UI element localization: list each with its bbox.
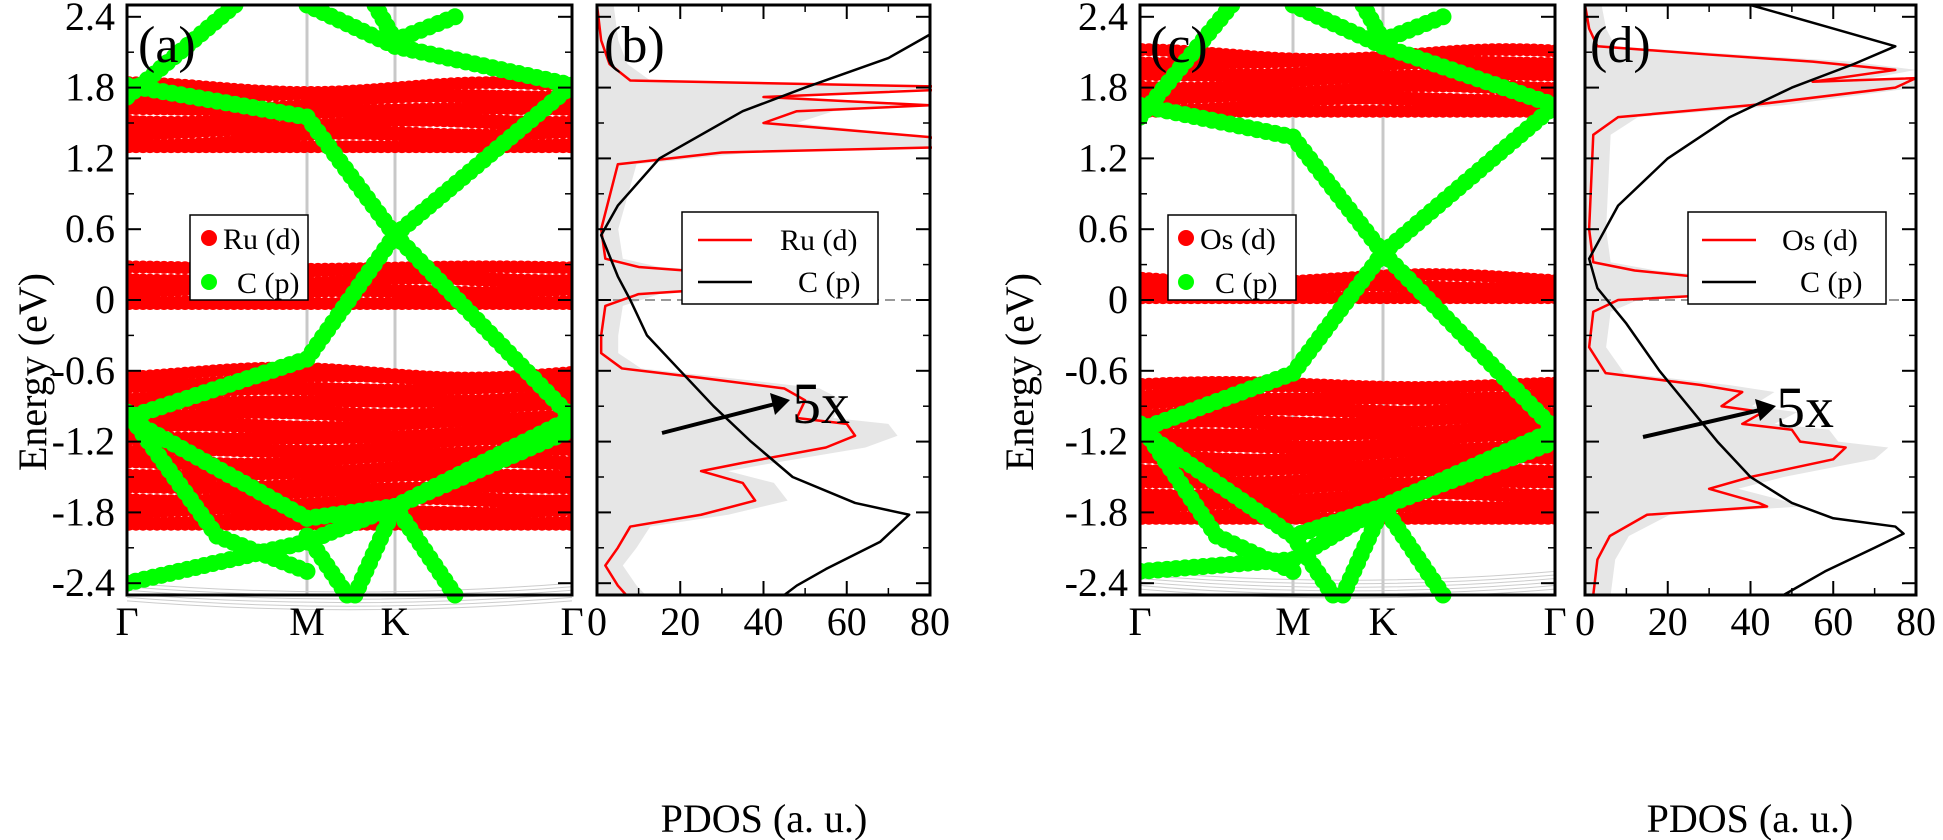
y-axis-title-a: Energy (eV) <box>10 273 55 471</box>
d-band-point <box>1548 386 1555 400</box>
k-point-label: M <box>289 599 325 644</box>
d-band-point <box>563 294 572 308</box>
pdos-d-curve <box>595 5 932 596</box>
d-band-point <box>1548 376 1555 390</box>
d-band-point <box>1548 464 1555 478</box>
x-axis-title-b: PDOS (a. u.) <box>661 796 868 840</box>
minor-band-line <box>127 600 572 611</box>
c-p-bands <box>1140 5 1555 604</box>
y-tick-label: 1.2 <box>65 135 115 180</box>
d-band-point <box>563 137 572 151</box>
y-tick-label: -2.4 <box>52 560 115 605</box>
pdos-c-p-curve <box>599 33 931 596</box>
d-band-point <box>1548 489 1555 503</box>
d-band-point <box>563 469 572 483</box>
y-tick-label: 0 <box>95 277 115 322</box>
y-tick-label: 2.4 <box>65 0 115 39</box>
d-band-point <box>563 100 572 114</box>
x-tick-label: 60 <box>827 599 867 644</box>
c-p-band-point <box>563 421 572 439</box>
c-p-band-point <box>563 76 572 94</box>
d-band-0 <box>127 76 572 154</box>
d-band-point <box>563 115 572 129</box>
d-band-point <box>1548 57 1555 71</box>
d-band-point <box>1548 274 1555 288</box>
k-point-label: Γ <box>115 599 138 644</box>
pdos-panel-b: 0 20 40 60 80 <box>587 3 950 644</box>
k-point-label: Γ <box>560 599 583 644</box>
minor-band-line <box>127 596 572 607</box>
d-band-point <box>1548 449 1555 463</box>
d-band-point <box>563 493 572 507</box>
x-tick-label: 0 <box>587 599 607 644</box>
y-tick-label: -1.2 <box>52 419 115 464</box>
y-tick-label: 1.8 <box>65 65 115 110</box>
d-band-point <box>563 261 572 275</box>
x-tick-label: 40 <box>744 599 784 644</box>
y-axis-title-c: Energy (eV) <box>997 273 1042 471</box>
d-band-point <box>563 455 572 469</box>
band-plot-area <box>1140 5 1555 604</box>
y-tick-label: 0.6 <box>65 206 115 251</box>
pdos-plot-area <box>595 5 932 596</box>
d-band-point <box>563 377 572 391</box>
k-point-label: K <box>381 599 410 644</box>
x-tick-label: 20 <box>660 599 700 644</box>
d-band-point <box>563 273 572 287</box>
d-band-point <box>563 366 572 380</box>
band-plot-area <box>127 5 572 611</box>
total-dos-shade <box>597 5 930 595</box>
x-axis-title-d: PDOS (a. u.) <box>1647 796 1854 840</box>
x-tick-label: 80 <box>910 599 950 644</box>
d-band-point <box>563 515 572 529</box>
d-band-point <box>1548 44 1555 58</box>
c-p-band-point <box>298 562 316 580</box>
c-p-band-point <box>226 5 244 14</box>
d-band-point <box>1548 510 1555 524</box>
y-tick-label: -1.8 <box>52 489 115 534</box>
c-p-band-point <box>446 8 464 26</box>
y-tick-label: -0.6 <box>52 348 115 393</box>
